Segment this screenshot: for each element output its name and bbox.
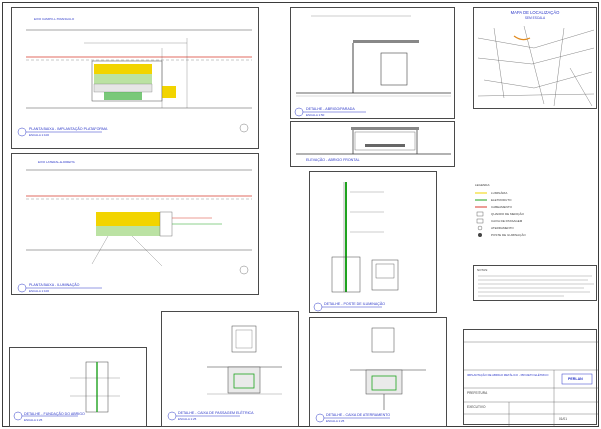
plan-install-drawing	[17, 29, 252, 137]
foundation-b-caption: DETALHE - CAIXA DE PASSAGEM ELÉTRICA	[178, 411, 254, 415]
panel-location-map: MAPA DE LOCALIZAÇÃO SEM ESCALA	[473, 7, 597, 109]
panel-side-view: DETALHE - ABRIGO/PARADA ESCALA 1:50	[290, 7, 455, 119]
map-title: MAPA DE LOCALIZAÇÃO	[510, 10, 560, 15]
title-block-client: PREFEITURA	[467, 391, 488, 395]
side-view-scale: ESCALA 1:50	[306, 113, 325, 117]
front-view-caption: ELEVAÇÃO - ABRIGO FRONTAL	[306, 158, 360, 162]
panel-foundation-b: DETALHE - CAIXA DE PASSAGEM ELÉTRICA ESC…	[161, 311, 299, 427]
legend-item: ELETRODUTO	[491, 198, 512, 202]
plan-install-top-label: EIXO CAMPO-L-TRIANGULO	[34, 17, 75, 21]
legend-item: LUMINÁRIA	[491, 191, 508, 195]
foundation-a-caption: DETALHE - FUNDAÇÃO DO ABRIGO	[24, 412, 85, 416]
plan-lighting-scale: ESCALA 1:100	[29, 289, 50, 293]
panel-plan-install: EIXO CAMPO-L-TRIANGULO PLANTA BAIXA - IM…	[11, 7, 259, 149]
legend: LEGENDA: LUMINÁRIA ELETRODUTO CABEAMENTO…	[473, 183, 597, 259]
title-block-logo: PERLAN	[568, 377, 583, 381]
plan-install-scale: ESCALA 1:100	[29, 133, 50, 137]
legend-item: POSTE DE ILUMINAÇÃO	[491, 233, 526, 237]
notes-box: NOTAS:	[473, 265, 597, 301]
notes-title: NOTAS:	[477, 268, 488, 272]
title-block: IMPLANTAÇÃO DE ABRIGO METÁLICO - PROJETO…	[463, 329, 598, 426]
title-block-grid	[464, 341, 598, 426]
legend-item: CABEAMENTO	[491, 205, 512, 209]
foundation-c-caption: DETALHE - CAIXA DE ATERRAMENTO	[326, 413, 391, 417]
legend-title: LEGENDA:	[475, 183, 491, 187]
legend-item: CAIXA DE PASSAGEM	[491, 219, 523, 223]
location-map	[477, 25, 595, 107]
legend-item: QUADRO DE MEDIÇÃO	[491, 212, 525, 216]
foundation-c-scale: ESCALA 1:25	[326, 419, 345, 423]
foundation-b-scale: ESCALA 1:25	[178, 417, 197, 421]
plan-lighting-caption: PLANTA BAIXA - ILUMINAÇÃO	[29, 283, 80, 287]
side-view-drawing	[294, 15, 451, 117]
foundation-a-scale: ESCALA 1:25	[24, 418, 43, 422]
panel-front-view: ELEVAÇÃO - ABRIGO FRONTAL	[290, 121, 455, 167]
legend-symbols	[475, 192, 487, 237]
pole-detail-drawing	[313, 182, 399, 312]
plan-lighting-top-label: EIXO LATERAL-E-DIREITA	[38, 160, 75, 164]
plan-lighting-drawing	[17, 169, 252, 293]
notes-text-lines	[478, 275, 594, 297]
side-view-caption: DETALHE - ABRIGO/PARADA	[306, 107, 355, 111]
panel-pole-detail: DETALHE - POSTE DE ILUMINAÇÃO	[309, 171, 437, 313]
front-view-drawing	[296, 127, 451, 155]
title-block-sheet: 01/01	[559, 417, 567, 421]
legend-item: ATERRAMENTO	[491, 226, 514, 230]
map-subtitle: SEM ESCALA	[524, 16, 546, 20]
pole-detail-caption: DETALHE - POSTE DE ILUMINAÇÃO	[324, 302, 386, 306]
foundation-c-drawing	[315, 327, 426, 423]
title-block-project: IMPLANTAÇÃO DE ABRIGO METÁLICO - PROJETO…	[467, 373, 549, 377]
foundation-b-drawing	[167, 325, 282, 421]
panel-foundation-c: DETALHE - CAIXA DE ATERRAMENTO ESCALA 1:…	[309, 317, 447, 427]
title-block-stage: EXECUTIVO	[467, 405, 486, 409]
plan-install-caption: PLANTA BAIXA - IMPLANTAÇÃO PLATAFORMA	[29, 127, 108, 131]
panel-plan-lighting: EIXO LATERAL-E-DIREITA PLANTA BAIXA - IL…	[11, 153, 259, 295]
panel-foundation-a: DETALHE - FUNDAÇÃO DO ABRIGO ESCALA 1:25	[9, 347, 147, 427]
foundation-a-drawing	[13, 361, 120, 421]
